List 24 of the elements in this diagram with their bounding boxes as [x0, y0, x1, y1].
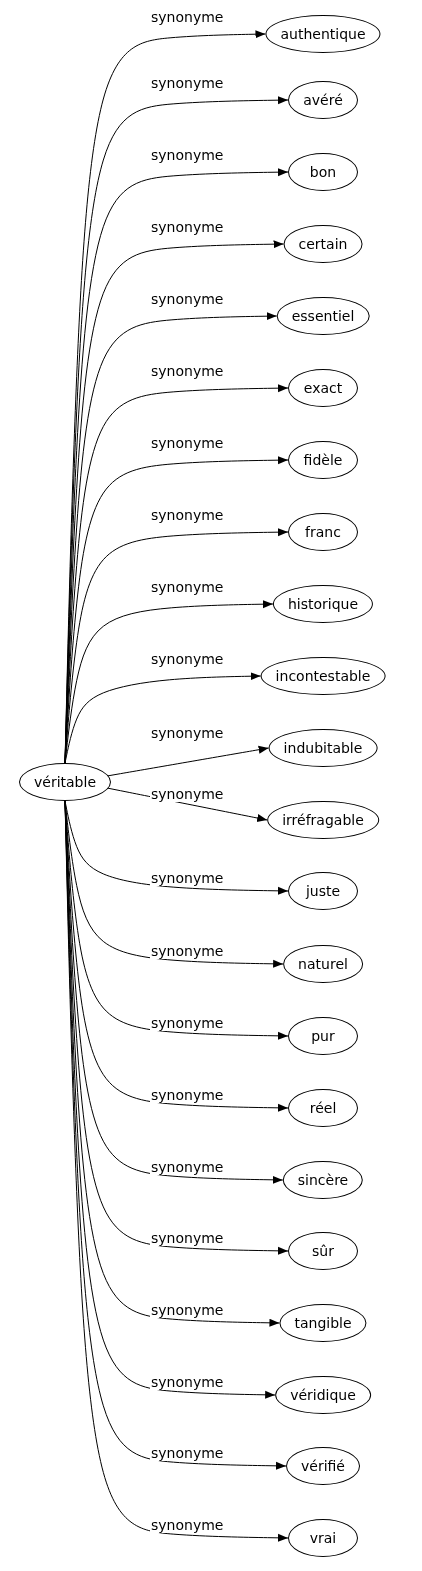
word-ellipse: véridique [275, 1376, 371, 1414]
word-ellipse: certain [283, 225, 363, 263]
word-ellipse: sûr [288, 1232, 358, 1270]
word-ellipse: réel [288, 1089, 358, 1127]
word-ellipse: franc [288, 513, 358, 551]
word-ellipse: historique [272, 585, 374, 623]
word-ellipse: essentiel [276, 297, 370, 335]
word-ellipse: avéré [288, 81, 358, 119]
source-ellipse: véritable [19, 763, 111, 801]
word-ellipse: indubitable [268, 729, 378, 767]
word-ellipse: vrai [288, 1519, 358, 1557]
word-ellipse: naturel [283, 945, 363, 983]
word-ellipse: authentique [265, 15, 381, 53]
word-ellipse: vérifié [286, 1447, 360, 1485]
arrow [106, 745, 270, 777]
word-ellipse: juste [288, 872, 358, 910]
word-ellipse: exact [288, 369, 358, 407]
word-ellipse: tangible [279, 1304, 367, 1342]
word-ellipse: fidèle [288, 441, 358, 479]
word-ellipse: bon [288, 153, 358, 191]
word-ellipse: incontestable [260, 657, 386, 695]
word-ellipse: pur [288, 1017, 358, 1055]
word-ellipse: sincère [282, 1161, 364, 1199]
word-ellipse: irréfragable [267, 801, 379, 839]
